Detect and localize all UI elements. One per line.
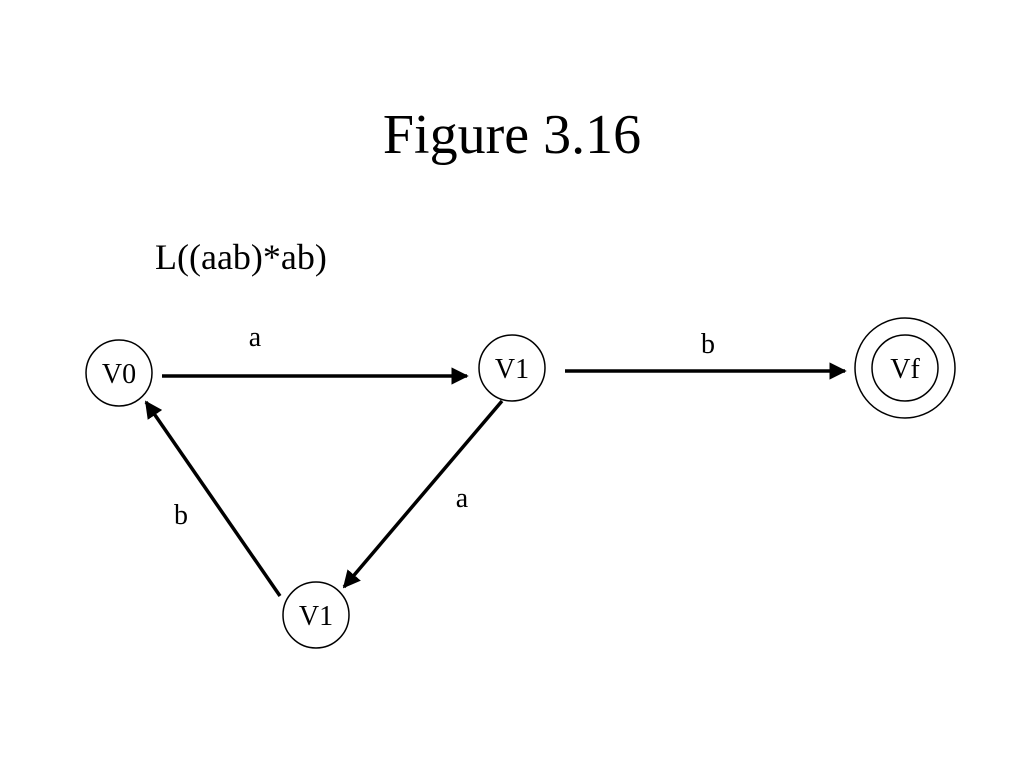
edge-label-v1-v1: a bbox=[456, 483, 469, 514]
accepting-ring bbox=[871, 334, 939, 402]
state-v1-top: V1 bbox=[478, 334, 546, 402]
state-label-v1-bottom: V1 bbox=[299, 601, 333, 632]
edge-v1-to-v1-bottom bbox=[342, 399, 504, 589]
edge-label-v1-v0: b bbox=[174, 500, 188, 531]
edge-label-v0-v1: a bbox=[249, 322, 262, 353]
language-expression: L((aab)*ab) bbox=[155, 237, 327, 277]
state-label-v0: V0 bbox=[102, 359, 136, 390]
slide-title: Figure 3.16 bbox=[382, 104, 642, 166]
state-label-v1-top: V1 bbox=[495, 354, 529, 385]
state-label-vf: Vf bbox=[890, 354, 920, 385]
state-vf: Vf bbox=[854, 317, 956, 419]
state-v1-bottom: V1 bbox=[282, 581, 350, 649]
state-v0: V0 bbox=[85, 339, 153, 407]
edge-label-v1-vf: b bbox=[701, 329, 715, 360]
edge-v1-bottom-to-v0 bbox=[144, 400, 282, 597]
